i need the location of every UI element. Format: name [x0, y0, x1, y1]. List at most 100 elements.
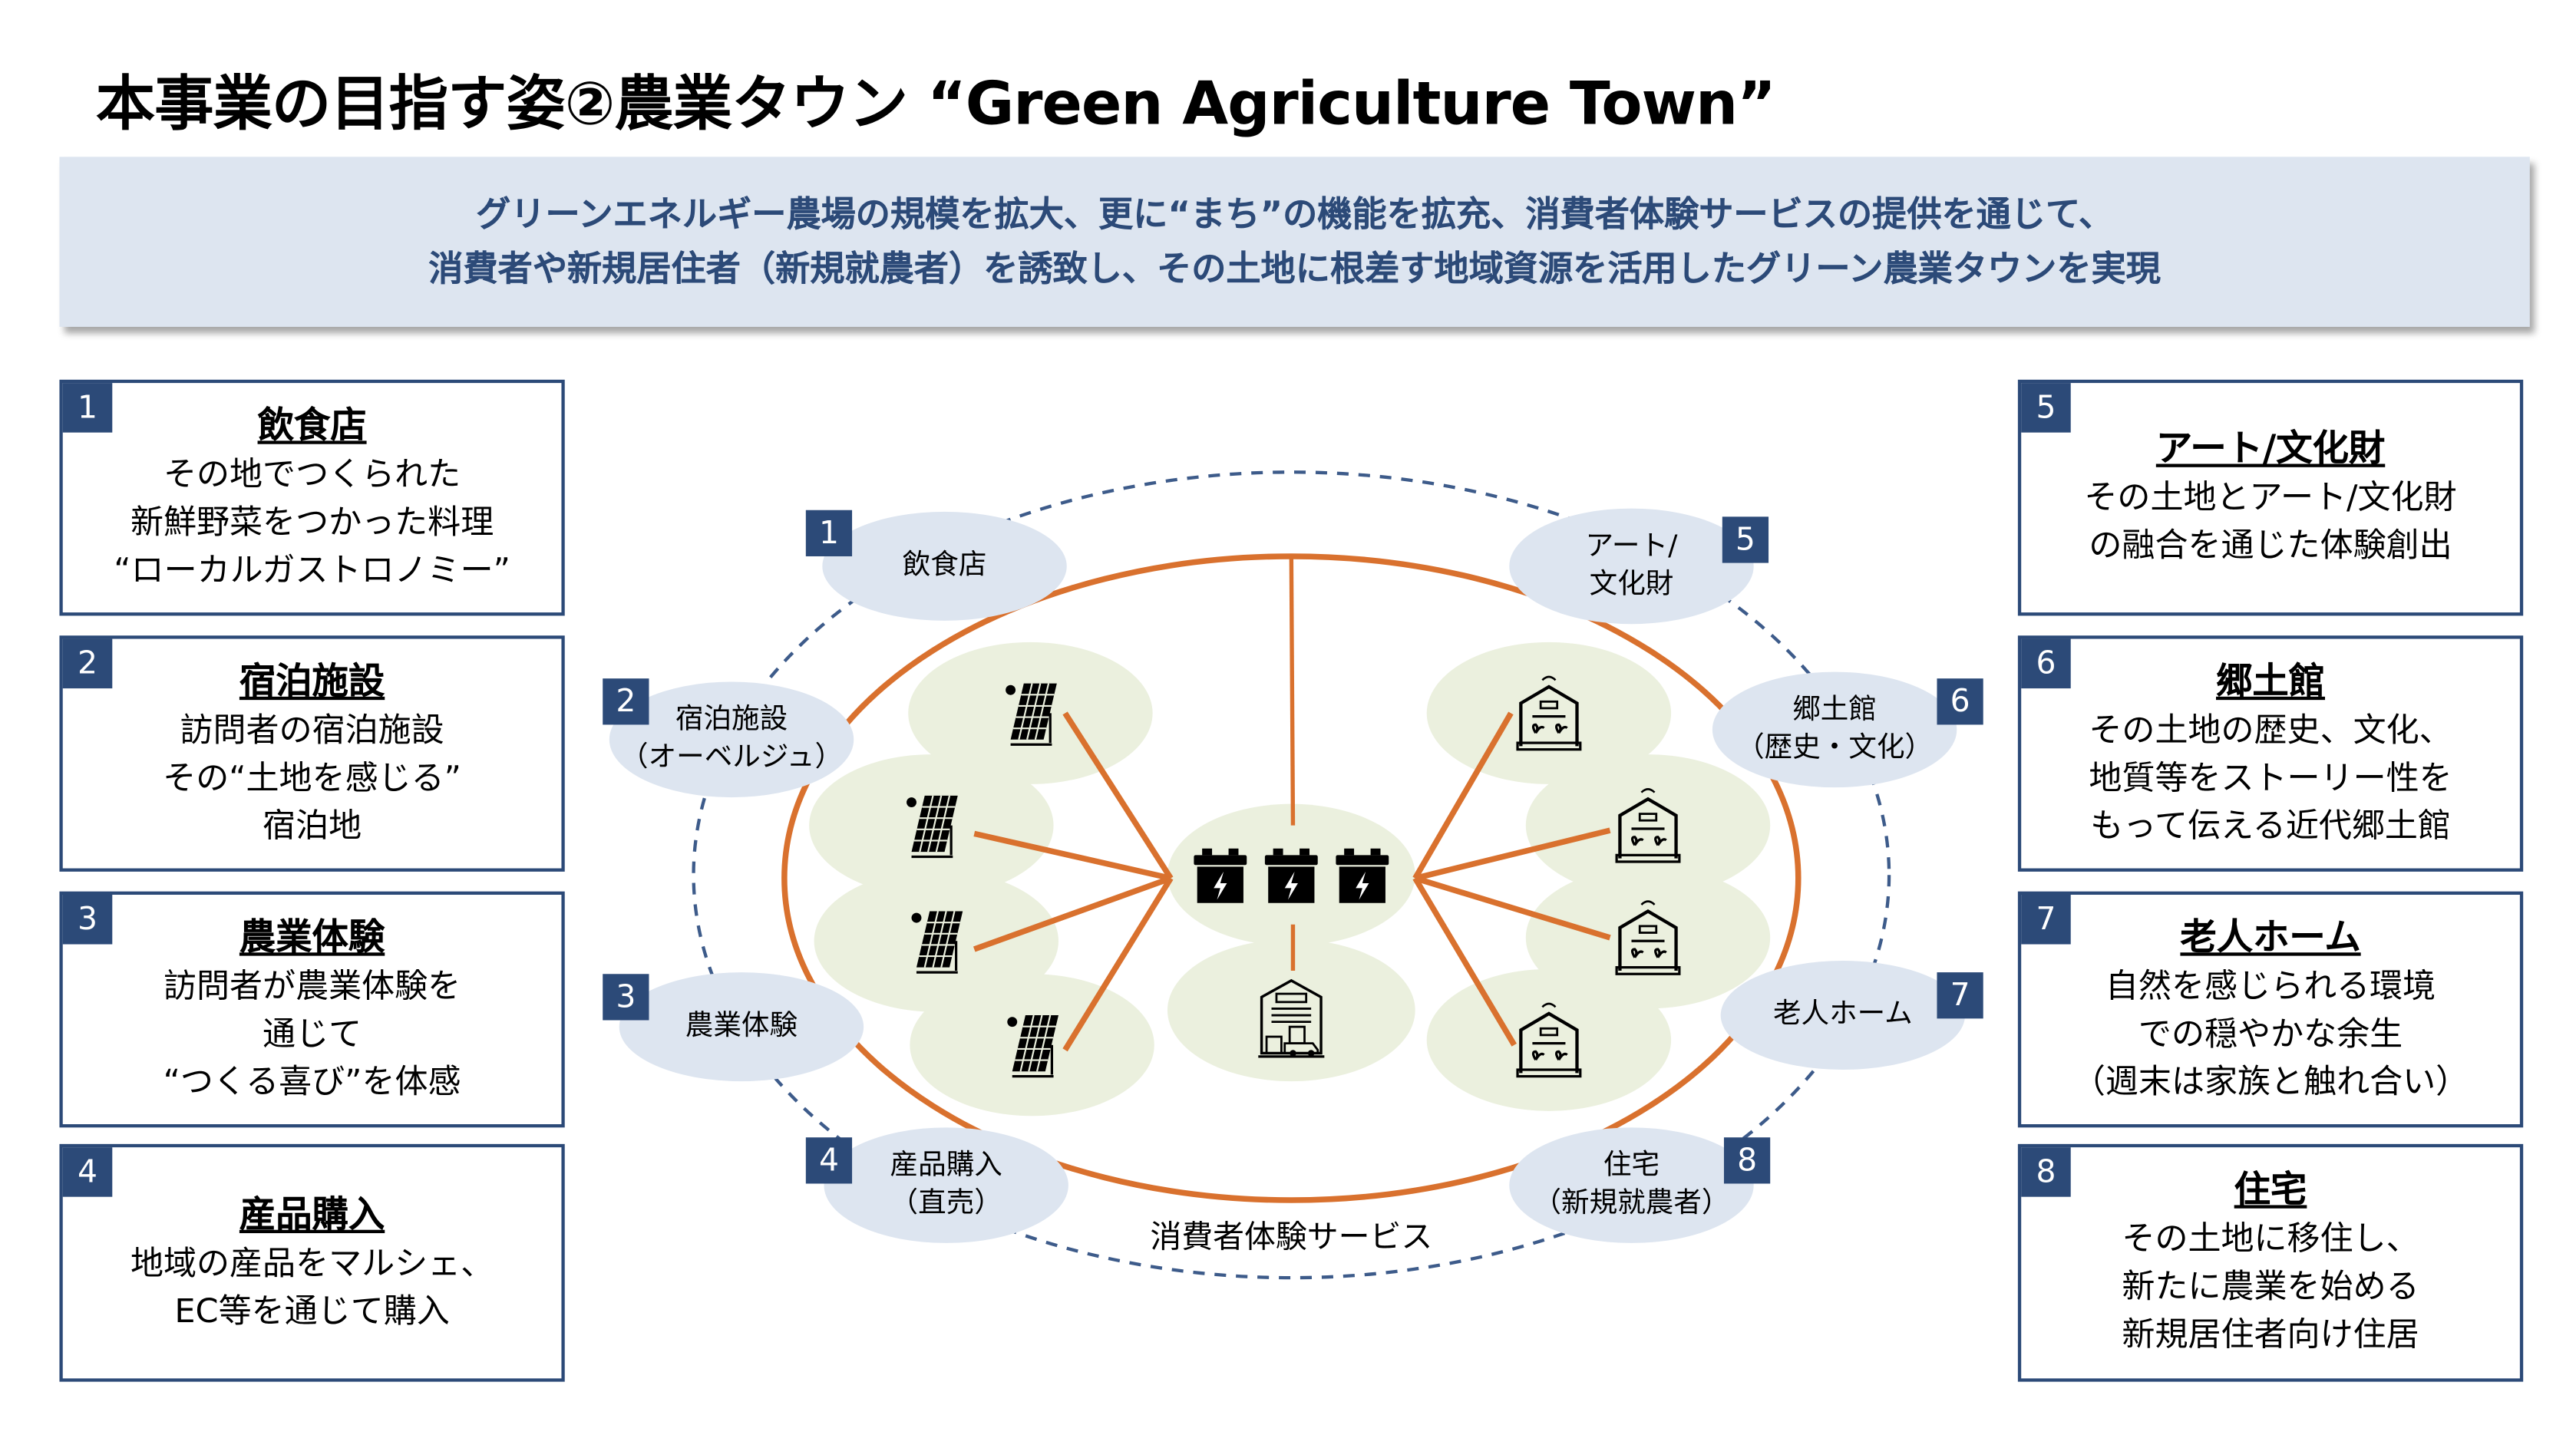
- card-text: 新たに農業を始める: [2122, 1266, 2419, 1306]
- service-node: [1509, 1127, 1754, 1243]
- node-label-line: 文化財: [1589, 568, 1674, 602]
- connector-line: [1414, 875, 1611, 941]
- card-text: 訪問者の宿泊施設: [180, 708, 444, 749]
- node-label-line: 郷土館: [1792, 693, 1877, 727]
- card-text: 地質等をストーリー性を: [2089, 757, 2452, 797]
- outer-dashed-ring: [692, 470, 1891, 1280]
- solar-panel-icon: [907, 795, 958, 859]
- node-label-line: 住宅: [1603, 1149, 1660, 1182]
- card-heading: 老人ホーム: [2180, 917, 2361, 958]
- card-text: 通じて: [263, 1012, 362, 1053]
- node-label-line: 産品購入: [890, 1149, 1002, 1182]
- connector-line: [1412, 711, 1514, 880]
- card-text: EC等を通じて購入: [174, 1290, 450, 1330]
- card-heading: 農業体験: [239, 917, 385, 958]
- connector-line: [1414, 827, 1611, 882]
- ring-label: 消費者体験サービス: [1150, 1219, 1433, 1256]
- node-label-line: 宿泊施設: [675, 703, 788, 737]
- card-number: 7: [2021, 895, 2071, 945]
- service-node: [619, 972, 864, 1082]
- service-node: [609, 681, 854, 798]
- node-label-line: 飲食店: [902, 549, 987, 582]
- service-node-label: アート/文化財: [1586, 528, 1678, 604]
- service-node-label: 産品購入 （直売）: [890, 1147, 1002, 1223]
- service-node-label: 老人ホーム: [1773, 996, 1913, 1034]
- card-text: 新鮮野菜をつかった料理: [130, 500, 494, 541]
- card-text: “ローカルガストロノミー”: [114, 549, 510, 589]
- service-node-label: 農業体験: [685, 1008, 798, 1045]
- card-text: その土地とアート/文化財: [2084, 477, 2457, 517]
- greenhouse-node: [1525, 754, 1771, 897]
- card-text: での穏やかな余生: [2138, 1012, 2403, 1053]
- service-node: [824, 1127, 1068, 1243]
- connector-line: [973, 875, 1172, 952]
- card-number: 4: [62, 1147, 113, 1197]
- feature-card: 7 老人ホーム自然を感じられる環境での穏やかな余生 （週末は家族と触れ合い）: [2017, 891, 2524, 1128]
- card-text: 新規居住者向け住居: [2122, 1314, 2419, 1354]
- service-node-label: 宿泊施設（オーベルジュ）: [620, 701, 843, 777]
- node-number-badge: 3: [603, 974, 649, 1021]
- service-node: [822, 511, 1067, 621]
- card-text: 訪問者が農業体験を: [163, 965, 461, 1005]
- node-label-line: （直売）: [890, 1186, 1002, 1220]
- feature-card: 5 アート/文化財その土地とアート/文化財の融合を通じた体験創出: [2017, 379, 2524, 616]
- node-number-badge: 2: [603, 678, 649, 725]
- card-number: 1: [62, 383, 113, 433]
- node-label-line: （オーベルジュ）: [620, 740, 844, 774]
- node-label-line: （歴史・文化）: [1736, 731, 1934, 765]
- solar-panel-icon: [1006, 683, 1057, 746]
- card-text: 宿泊地: [263, 804, 362, 845]
- card-number: 5: [2021, 383, 2071, 433]
- greenhouse-icon: [1516, 1002, 1582, 1078]
- card-heading: アート/文化財: [2155, 429, 2386, 471]
- greenhouse-node: [1426, 968, 1672, 1111]
- card-text: その地でつくられた: [163, 453, 461, 493]
- battery-icon: [1194, 848, 1247, 903]
- node-label-line: 農業体験: [685, 1009, 798, 1043]
- banner-line-1: グリーンエネルギー農場の規模を拡大、更に“まち”の機能を拡充、消費者体験サービス…: [476, 193, 2114, 234]
- card-text: （週末は家族と触れ合い）: [2072, 1060, 2469, 1100]
- node-label-line: 老人ホーム: [1772, 998, 1913, 1031]
- card-text: もって伝える近代郷土館: [2090, 804, 2451, 845]
- card-number: 6: [2021, 638, 2071, 689]
- node-number-badge: 6: [1937, 678, 1983, 725]
- card-text: “つくる喜び”を体感: [163, 1060, 461, 1100]
- card-text: 自然を感じられる環境: [2105, 965, 2436, 1005]
- banner-line-2: 消費者や新規居住者（新規就農者）を誘致し、その土地に根差す地域資源を活用したグリ…: [428, 248, 2161, 289]
- service-node: [1509, 508, 1754, 625]
- page-title: 本事業の目指す姿②農業タウン “Green Agriculture Town”: [95, 71, 1776, 139]
- connector-line: [1062, 876, 1174, 1052]
- card-heading: 郷土館: [2216, 661, 2326, 703]
- card-heading: 飲食店: [257, 405, 367, 447]
- feature-card: 6 郷土館その土地の歴史、文化、地質等をストーリー性をもって伝える近代郷土館: [2017, 635, 2524, 872]
- card-text: その土地の歴史、文化、: [2089, 708, 2452, 749]
- battery-icon: [1264, 848, 1318, 903]
- card-number: 8: [2021, 1147, 2071, 1197]
- card-number: 2: [62, 638, 113, 689]
- node-number-badge: 4: [805, 1137, 853, 1184]
- node-number-badge: 5: [1722, 516, 1769, 563]
- warehouse-node: [1167, 939, 1415, 1082]
- connector-line: [1289, 556, 1296, 826]
- connector-line: [1412, 876, 1517, 1047]
- card-text: その土地に移住し、: [2122, 1218, 2419, 1258]
- card-text: の融合を通じた体験創出: [2089, 525, 2452, 565]
- greenhouse-icon: [1615, 788, 1681, 863]
- service-node-label: 飲食店: [903, 547, 987, 585]
- connector-line: [1062, 711, 1174, 880]
- service-node: [1720, 961, 1966, 1070]
- greenhouse-icon: [1516, 675, 1582, 751]
- card-text: 地域の産品をマルシェ、: [130, 1242, 494, 1282]
- node-number-badge: 1: [805, 510, 853, 556]
- connector-line: [973, 830, 1172, 882]
- service-node-label: 郷土館 （歴史・文化）: [1736, 691, 1933, 767]
- service-node-label: 住宅（新規就農者）: [1533, 1147, 1729, 1223]
- card-heading: 宿泊施設: [239, 661, 385, 703]
- solar-panel-icon: [1007, 1014, 1058, 1078]
- card-heading: 住宅: [2234, 1170, 2307, 1212]
